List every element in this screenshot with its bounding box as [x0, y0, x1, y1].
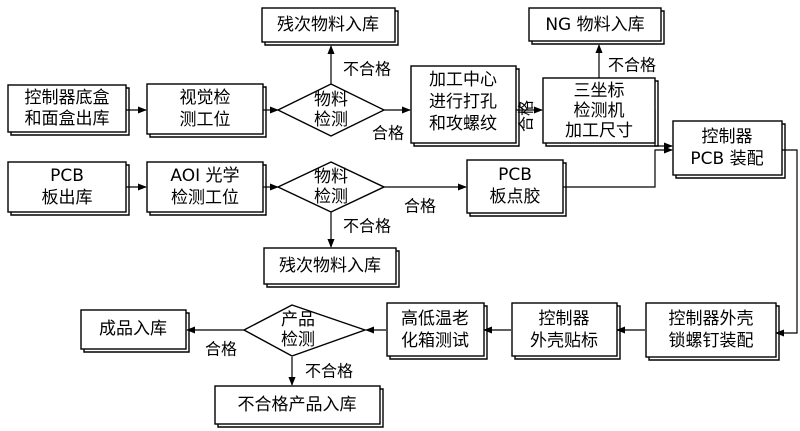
node-vision-station-line-2: 测工位: [180, 110, 231, 130]
node-shell-label: 控制器 外壳贴标: [511, 302, 621, 360]
node-material-check-2-line-2: 检测: [314, 187, 348, 207]
edge-glue-to-pcb-assembly: [563, 146, 673, 188]
node-shell-screw-line-1: 控制器外壳: [669, 309, 754, 329]
node-shell-screw-line-2: 锁螺钉装配: [669, 331, 754, 351]
node-material-check-1-line-2: 检测: [314, 110, 348, 130]
label-product-fail: 不合格: [305, 362, 353, 381]
node-cnc-center-line-2: 进行打孔: [429, 92, 497, 112]
node-cmm: 三坐标 检测机 加工尺寸: [542, 77, 659, 147]
node-vision-station-line-1: 视觉检: [180, 88, 231, 108]
label-product-pass: 合格: [205, 340, 237, 359]
label-check1-fail: 不合格: [343, 60, 391, 79]
node-product-check-line-2: 检测: [281, 330, 315, 350]
node-ng-storage-label: NG 物料入库: [545, 15, 644, 35]
node-cnc-center-line-3: 和攻螺纹: [429, 114, 497, 134]
node-material-check-2-line-1: 物料: [314, 167, 348, 187]
node-ng-storage: NG 物料入库: [528, 7, 665, 45]
node-product-check-line-1: 产品: [281, 310, 315, 330]
node-material-check-1: 物料 检测: [276, 83, 386, 137]
node-scrap-middle: 残次物料入库: [263, 247, 400, 288]
edge-labels: 不合格 合格 不合格 合格 合格 不合格 合格 不合格: [205, 56, 656, 381]
edges: [126, 44, 798, 386]
node-material-check-1-line-1: 物料: [314, 90, 348, 110]
node-aoi-station-line-1: AOI 光学: [170, 166, 239, 186]
node-shell-label-line-1: 控制器: [539, 309, 590, 329]
node-cmm-line-1: 三坐标: [574, 81, 625, 101]
node-product-check: 产品 检测: [242, 304, 368, 357]
node-reject-storage: 不合格产品入库: [214, 385, 384, 428]
node-pcb-assembly-line-1: 控制器: [702, 127, 753, 147]
node-bottom-box-out-line-2: 和面盒出库: [25, 109, 110, 129]
node-vision-station: 视觉检 测工位: [146, 83, 267, 138]
node-scrap-middle-label: 残次物料入库: [279, 256, 381, 276]
node-pcb-out-line-2: 板出库: [42, 188, 93, 208]
node-shell-label-line-2: 外壳贴标: [530, 331, 598, 351]
node-aoi-station-line-2: 检测工位: [171, 188, 239, 208]
node-bottom-box-out-line-1: 控制器底盒: [25, 88, 110, 108]
node-cmm-line-2: 检测机: [574, 101, 625, 121]
node-cnc-center-line-1: 加工中心: [429, 70, 497, 90]
label-cmm-fail: 不合格: [608, 56, 656, 75]
node-pcb-glue-line-2: 板点胶: [490, 187, 541, 207]
node-pcb-assembly-line-2: PCB 装配: [690, 149, 763, 169]
node-cnc-center: 加工中心 进行打孔 和攻螺纹: [410, 65, 520, 147]
node-pcb-glue: PCB 板点胶: [466, 159, 567, 217]
node-pcb-out-line-1: PCB: [50, 166, 84, 186]
node-scrap-top: 残次物料入库: [261, 7, 399, 46]
edge-pcb-assembly-to-shell-screw: [775, 149, 798, 337]
node-aging-test-line-2: 化箱测试: [401, 331, 469, 351]
node-bottom-box-out: 控制器底盒 和面盒出库: [7, 84, 130, 136]
label-check1-pass: 合格: [372, 124, 404, 143]
node-shell-screw: 控制器外壳 锁螺钉装配: [645, 302, 780, 361]
node-cmm-line-3: 加工尺寸: [565, 121, 633, 141]
node-finished-storage: 成品入库: [80, 309, 190, 353]
node-material-check-2: 物料 检测: [276, 161, 386, 213]
label-check2-pass: 合格: [404, 197, 436, 216]
node-scrap-top-label: 残次物料入库: [277, 15, 379, 35]
node-aging-test: 高低温老 化箱测试: [386, 302, 488, 360]
label-cmm-pass: 合格: [517, 100, 536, 132]
node-reject-storage-label: 不合格产品入库: [238, 395, 357, 415]
node-finished-storage-label: 成品入库: [99, 319, 167, 339]
node-aging-test-line-1: 高低温老: [401, 309, 469, 329]
label-check2-fail: 不合格: [343, 217, 391, 236]
node-pcb-glue-line-1: PCB: [498, 165, 532, 185]
node-pcb-assembly: 控制器 PCB 装配: [672, 120, 786, 179]
nodes: 控制器底盒 和面盒出库 视觉检 测工位 物料 检测 残次物料入库 加工中心 进行…: [7, 7, 786, 428]
node-aoi-station: AOI 光学 检测工位: [146, 161, 267, 216]
node-pcb-out: PCB 板出库: [7, 161, 130, 216]
